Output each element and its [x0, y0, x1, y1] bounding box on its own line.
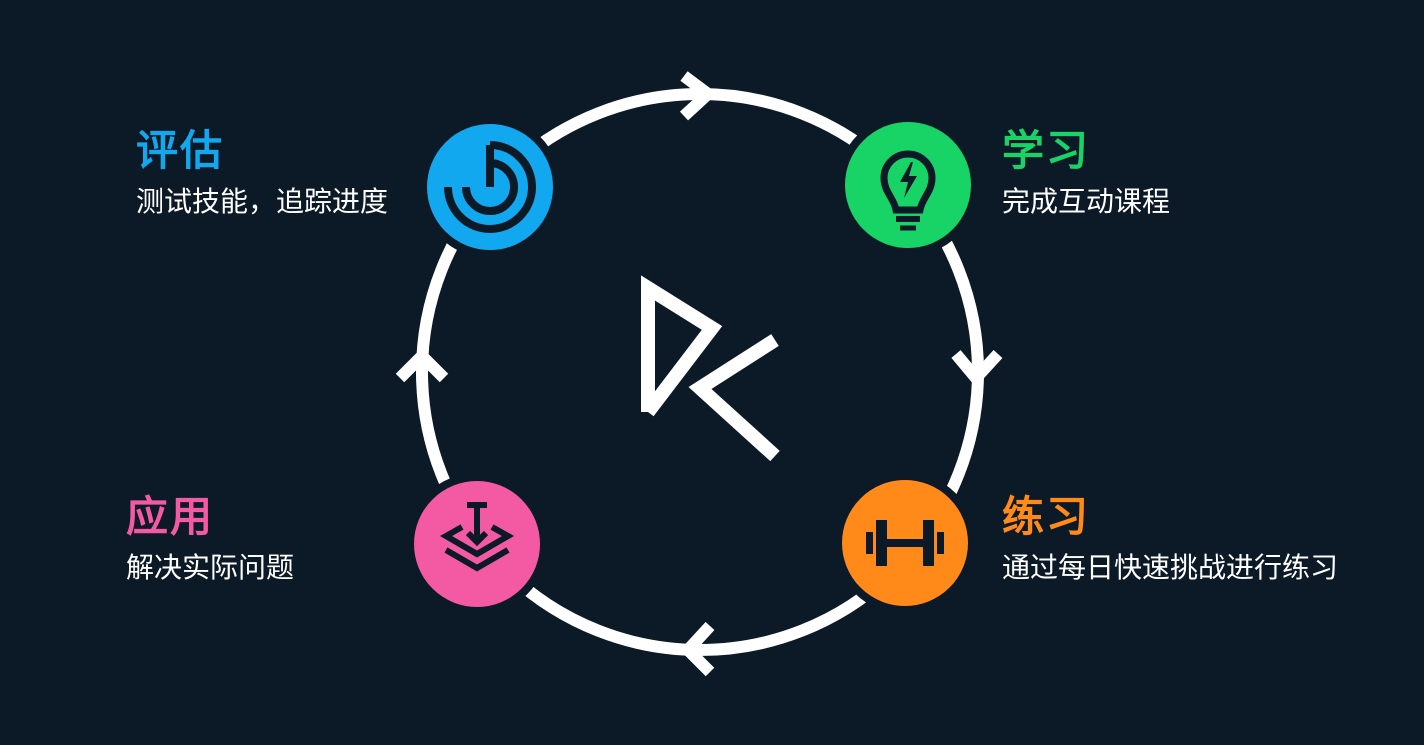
radar-target-icon	[444, 141, 536, 233]
assess-node	[419, 116, 561, 258]
practice-label: 练习 通过每日快速挑战进行练习	[1002, 492, 1338, 586]
apply-label: 应用 解决实际问题	[126, 492, 294, 586]
learn-title: 学习	[1002, 126, 1091, 175]
layers-download-icon	[439, 502, 515, 572]
arrow-left-icon	[395, 347, 449, 383]
learn-node	[837, 114, 979, 256]
assess-label: 评估 测试技能，追踪进度	[136, 126, 388, 220]
arrow-bottom-icon	[679, 621, 715, 677]
apply-description: 解决实际问题	[126, 551, 295, 584]
learn-label: 学习 完成互动课程	[1002, 126, 1170, 220]
practice-description: 通过每日快速挑战进行练习	[1002, 551, 1339, 584]
assess-description: 测试技能，追踪进度	[136, 185, 389, 218]
dumbbell-icon	[866, 520, 944, 566]
practice-title: 练习	[1002, 492, 1091, 541]
practice-node	[834, 472, 976, 614]
datacamp-logo-icon	[641, 275, 780, 462]
apply-node	[406, 473, 548, 615]
arrow-top-icon	[679, 71, 718, 121]
assess-title: 评估	[136, 126, 225, 175]
arrow-right-icon	[951, 349, 1003, 388]
learn-description: 完成互动课程	[1002, 185, 1171, 218]
apply-title: 应用	[126, 492, 215, 541]
lightbulb-icon	[880, 150, 936, 231]
